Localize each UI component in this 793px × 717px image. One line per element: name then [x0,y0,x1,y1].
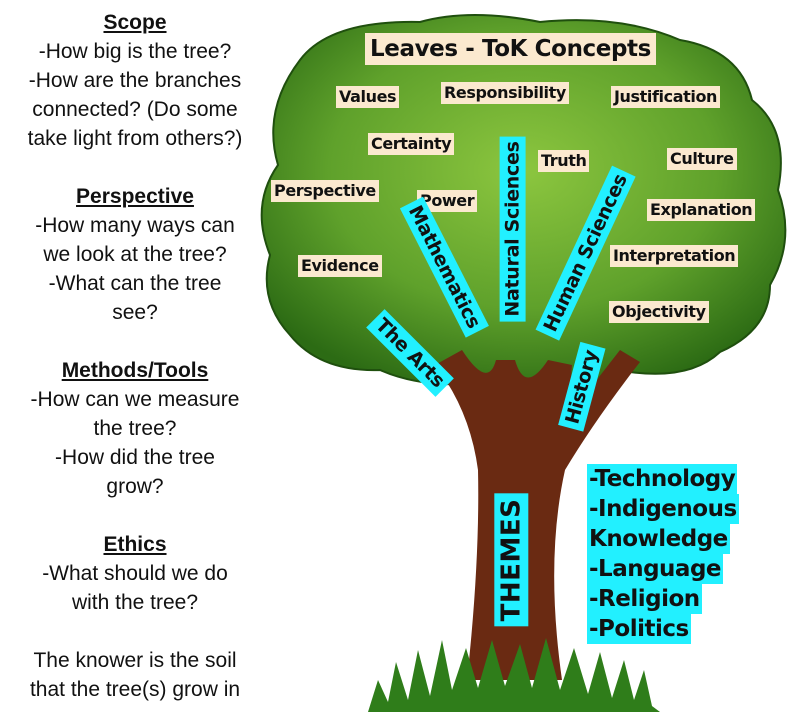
section-line: grow? [106,475,164,498]
trunk-label-themes: THEMES [494,493,529,627]
section-line: -How are the branches [28,69,242,92]
theme-item: -Language [587,554,724,584]
grass [368,638,660,712]
left-section: Ethics -What should we do with the tree? [0,530,270,617]
branch-natural-sciences: Natural Sciences [499,136,526,322]
section-line: -How did the tree [55,446,215,469]
section-heading: Ethics [103,533,167,556]
section-heading: Perspective [76,185,194,208]
concept-culture: Culture [667,148,737,170]
section-gap [0,327,270,356]
section-gap [0,153,270,182]
left-section: Perspective -How many ways can we look at … [0,182,270,327]
concept-truth: Truth [538,150,590,172]
section-line: with the tree? [71,591,199,614]
theme-item: Knowledge [587,524,730,554]
left-text-column: Scope -How big is the tree? -How are the b… [0,8,270,704]
section-gap [0,617,270,646]
left-section: Scope -How big is the tree? -How are the b… [0,8,270,153]
canopy-title: Leaves - ToK Concepts [365,33,656,65]
section-gap [0,501,270,530]
section-line: -How big is the tree? [38,40,232,63]
concept-values: Values [336,86,400,108]
section-line: -How can we measure [30,388,240,411]
section-heading: Scope [103,11,167,34]
concept-perspective: Perspective [271,180,379,202]
concept-interpretation: Interpretation [610,245,739,267]
section-line: the tree? [93,417,177,440]
concept-explanation: Explanation [647,199,756,221]
theme-item: -Religion [587,584,702,614]
section-line: see? [112,301,158,324]
theme-item: -Indigenous [587,494,739,524]
section-line: -How many ways can [35,214,235,237]
theme-item: -Technology [587,464,738,494]
concept-justification: Justification [611,86,721,108]
concept-responsibility: Responsibility [441,82,569,104]
section-line: -What can the tree [48,272,222,295]
section-line: we look at the tree? [43,243,227,266]
section-line: connected? (Do some [32,98,238,121]
left-section: The knower is the soil that the tree(s) g… [0,646,270,704]
concept-power: Power [417,190,478,212]
section-line: -What should we do [42,562,228,585]
theme-item: -Politics [587,614,691,644]
concept-certainty: Certainty [368,133,455,155]
concept-objectivity: Objectivity [609,301,709,323]
section-heading: Methods/Tools [61,359,209,382]
trunk [435,350,640,680]
section-line: that the tree(s) grow in [29,678,241,701]
section-line: take light from others?) [27,127,243,150]
concept-evidence: Evidence [298,255,382,277]
left-section: Methods/Tools -How can we measure the tree… [0,356,270,501]
section-line: The knower is the soil [33,649,237,672]
